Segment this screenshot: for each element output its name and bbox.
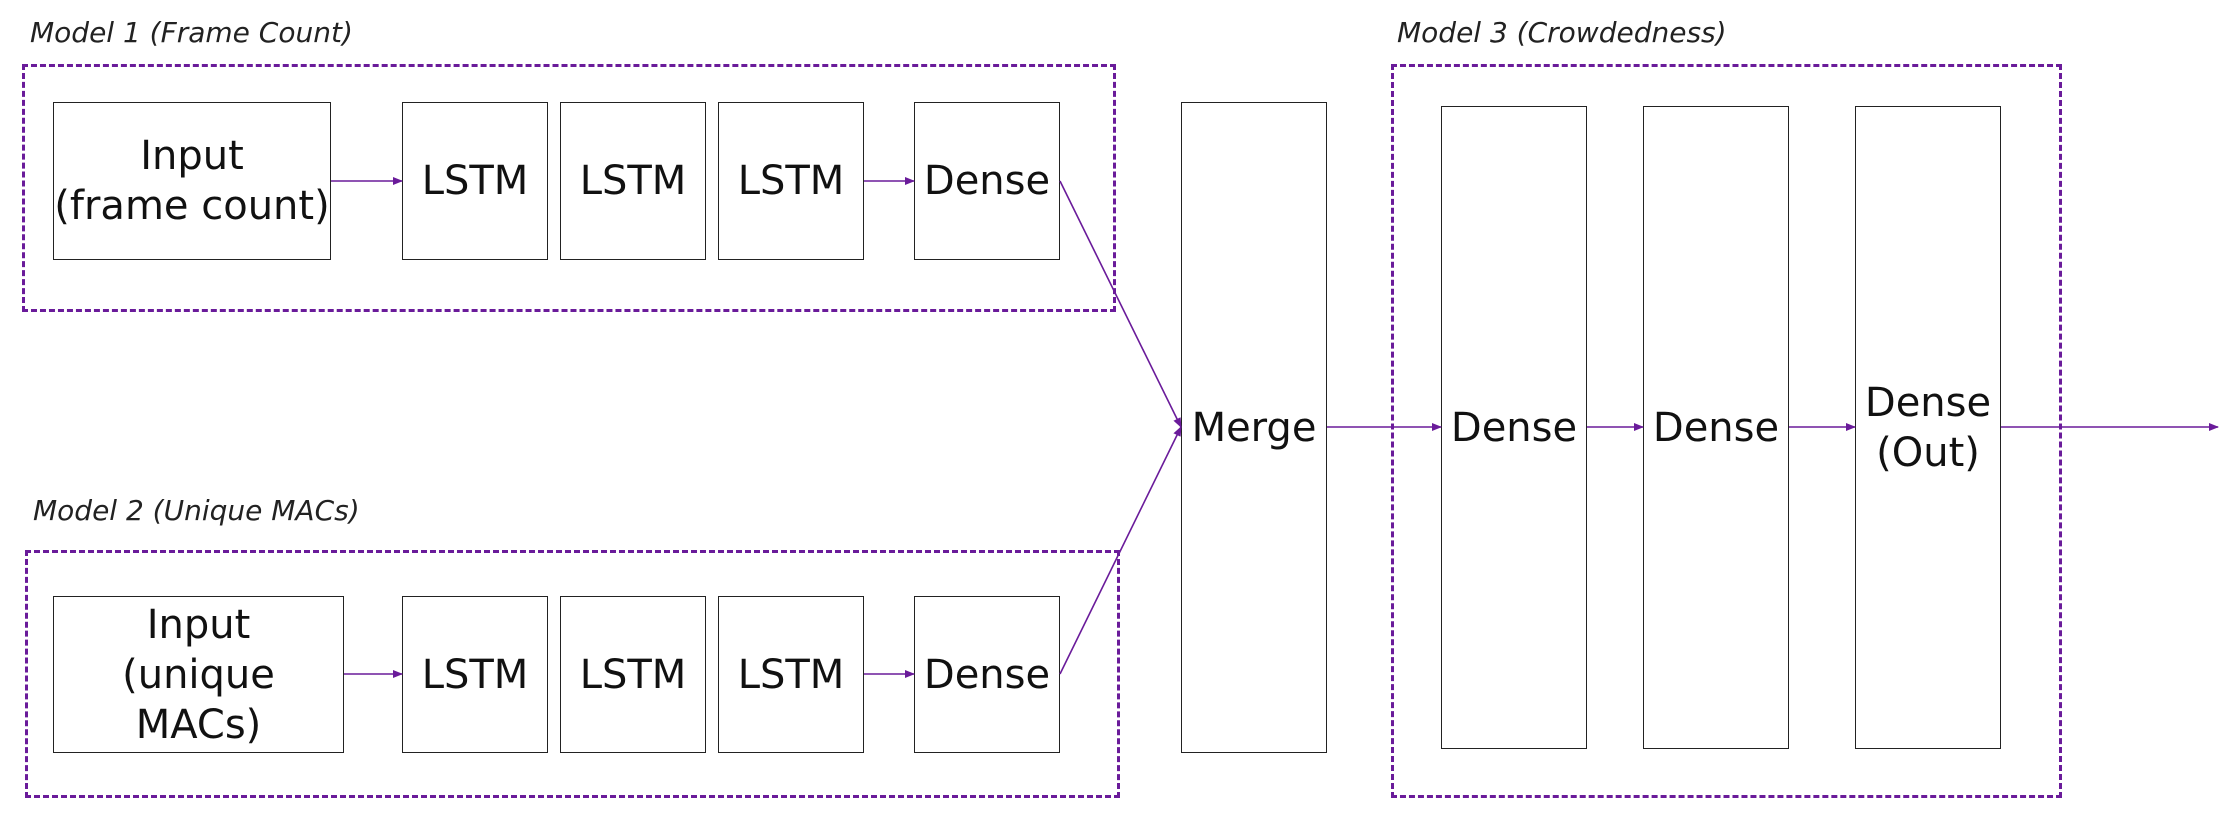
model3-dense-box-2: Dense [1643, 106, 1789, 749]
model2-input-box: Input (unique MACs) [53, 596, 344, 753]
model2-lstm-box-2: LSTM [560, 596, 706, 753]
merge-box: Merge [1181, 102, 1327, 753]
model3-title: Model 3 (Crowdedness) [1397, 16, 1727, 49]
model2-lstm-box-1: LSTM [402, 596, 548, 753]
model2-lstm-box-3: LSTM [718, 596, 864, 753]
model1-dense-box: Dense [914, 102, 1060, 260]
model1-lstm-box-3: LSTM [718, 102, 864, 260]
model2-dense-box: Dense [914, 596, 1060, 753]
model1-title: Model 1 (Frame Count) [30, 16, 353, 49]
model3-dense-out-box: Dense (Out) [1855, 106, 2001, 749]
model3-group [1391, 64, 2062, 798]
model1-lstm-box-2: LSTM [560, 102, 706, 260]
model2-title: Model 2 (Unique MACs) [33, 494, 360, 527]
model1-lstm-box-1: LSTM [402, 102, 548, 260]
model1-input-box: Input (frame count) [53, 102, 331, 260]
model3-dense-box-1: Dense [1441, 106, 1587, 749]
